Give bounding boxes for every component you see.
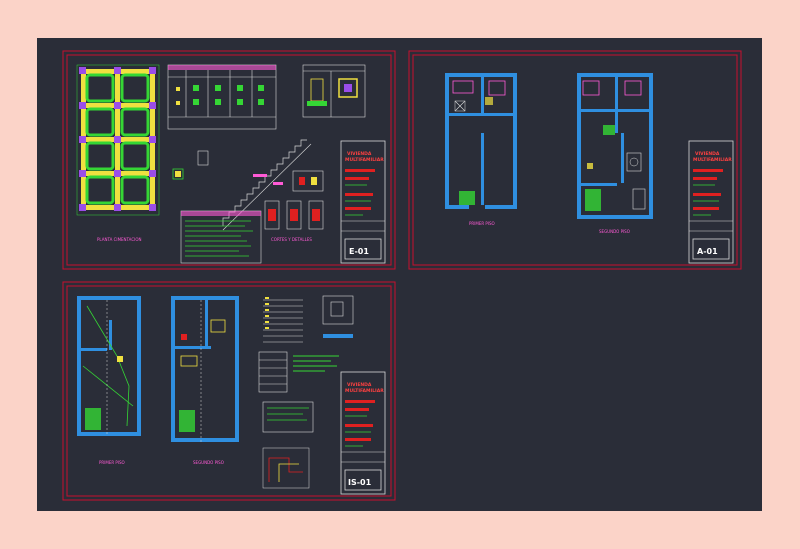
beam-cuts: CORTES Y DETALLES: [264, 200, 324, 242]
isometric-details: [262, 401, 314, 489]
plan-title-sanitary-first: PRIMER PISO: [99, 460, 125, 465]
sanitary-first-floor: PRIMER PISO: [77, 296, 141, 465]
project-line-2: MULTIFAMILIAR: [345, 388, 384, 394]
sheet-e01: PLANTA CIMENTACION: [62, 50, 396, 270]
title-block-e01: VIVIENDA MULTIFAMILIAR E-01: [340, 140, 386, 264]
sheet-a01: PRIMER PISO SEGUNDO PISO VIVIENDA: [408, 50, 742, 270]
plan-title-first-floor: PRIMER PISO: [469, 221, 495, 226]
sheet-code-a01: A-01: [697, 247, 718, 256]
project-line-2: MULTIFAMILIAR: [693, 157, 732, 163]
project-line-1: VIVIENDA: [347, 151, 372, 157]
foundation-plan: PLANTA CIMENTACION: [76, 64, 160, 242]
plan-title-second-floor: SEGUNDO PISO: [599, 229, 630, 234]
title-block-a01: VIVIENDA MULTIFAMILIAR A-01: [688, 140, 734, 264]
sanitary-legend: [263, 295, 354, 343]
plan-title-foundation: PLANTA CIMENTACION: [97, 237, 141, 242]
sheet-code-is01: IS-01: [348, 478, 372, 487]
column-schedule: [167, 64, 277, 130]
sheet-is01: PRIMER PISO SEGUNDO PISO: [62, 281, 396, 501]
first-floor-plan: PRIMER PISO: [445, 73, 517, 226]
project-line-1: VIVIENDA: [347, 382, 372, 388]
second-floor-plan: SEGUNDO PISO: [577, 73, 653, 234]
cad-model-space: PLANTA CIMENTACION: [37, 38, 762, 511]
title-block-is01: VIVIENDA MULTIFAMILIAR IS-01: [340, 371, 386, 495]
footing-detail: [302, 64, 366, 118]
small-details: [172, 150, 324, 192]
sanitary-second-floor: SEGUNDO PISO: [171, 296, 239, 465]
project-line-1: VIVIENDA: [695, 151, 720, 157]
project-line-2: MULTIFAMILIAR: [345, 157, 384, 163]
plan-title-details: CORTES Y DETALLES: [271, 237, 312, 242]
sheet-code-e01: E-01: [349, 247, 369, 256]
sanitary-notes: [258, 351, 339, 393]
notes-table: [180, 210, 262, 264]
plan-title-sanitary-second: SEGUNDO PISO: [193, 460, 224, 465]
cad-drawing: PLANTA CIMENTACION: [62, 50, 742, 501]
